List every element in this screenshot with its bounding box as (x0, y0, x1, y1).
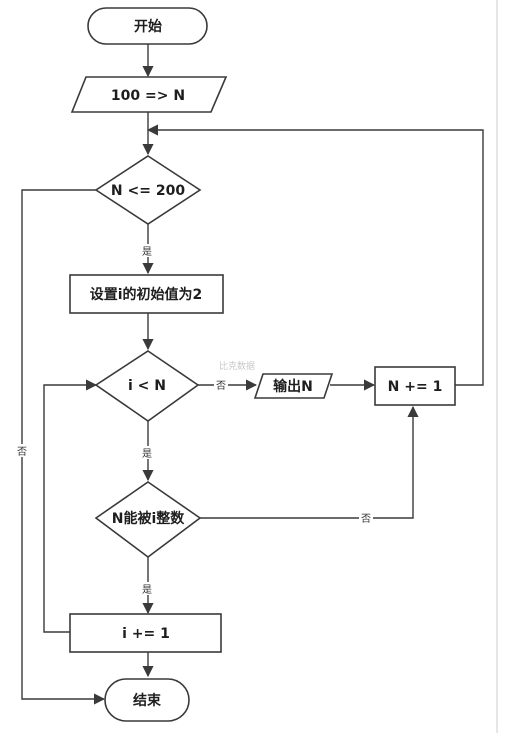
init-i-label: 设置i的初始值为2 (90, 286, 203, 303)
cond-i-label: i < N (128, 378, 166, 394)
i-inc-label: i += 1 (122, 626, 170, 642)
no-label-bg-1 (15, 444, 29, 457)
init-i-node (69, 274, 224, 314)
cond-div-node (94, 481, 202, 558)
edge-i-inc-loop (43, 379, 98, 633)
edge-label-no-1: 否 (17, 446, 27, 458)
yes-label-bg-3 (141, 582, 154, 595)
i-inc-node (69, 613, 222, 653)
end-label: 结束 (133, 692, 162, 709)
yes-label-bg-1 (141, 244, 154, 257)
yes-label-bg-2 (141, 446, 154, 459)
edge-label-no-2: 否 (216, 380, 226, 392)
cond-i-node (94, 350, 200, 422)
edge-label-yes-1: 是 (142, 246, 152, 258)
edge-n-inc-loop (146, 124, 484, 386)
output-label: 输出N (273, 378, 313, 395)
edge-cond-div-no (200, 405, 419, 519)
start-node (87, 7, 208, 45)
cond-n-node (94, 155, 202, 225)
cond-div-label: N能被i整数 (112, 510, 186, 527)
edge-label-yes-3: 是 (142, 584, 152, 596)
cond-n-label: N <= 200 (111, 183, 185, 199)
no-label-bg-2 (214, 379, 228, 392)
edge-label-yes-2: 是 (142, 448, 152, 460)
no-label-bg-3 (359, 512, 373, 525)
n-inc-label: N += 1 (388, 379, 443, 395)
edge-label-no-3: 否 (361, 513, 371, 525)
watermark: 比克数据 (219, 360, 255, 372)
start-label: 开始 (134, 18, 162, 35)
end-node (104, 678, 190, 722)
n-inc-node (374, 366, 456, 406)
input-label: 100 => N (111, 88, 185, 104)
input-node (70, 76, 228, 113)
output-node (253, 373, 334, 399)
